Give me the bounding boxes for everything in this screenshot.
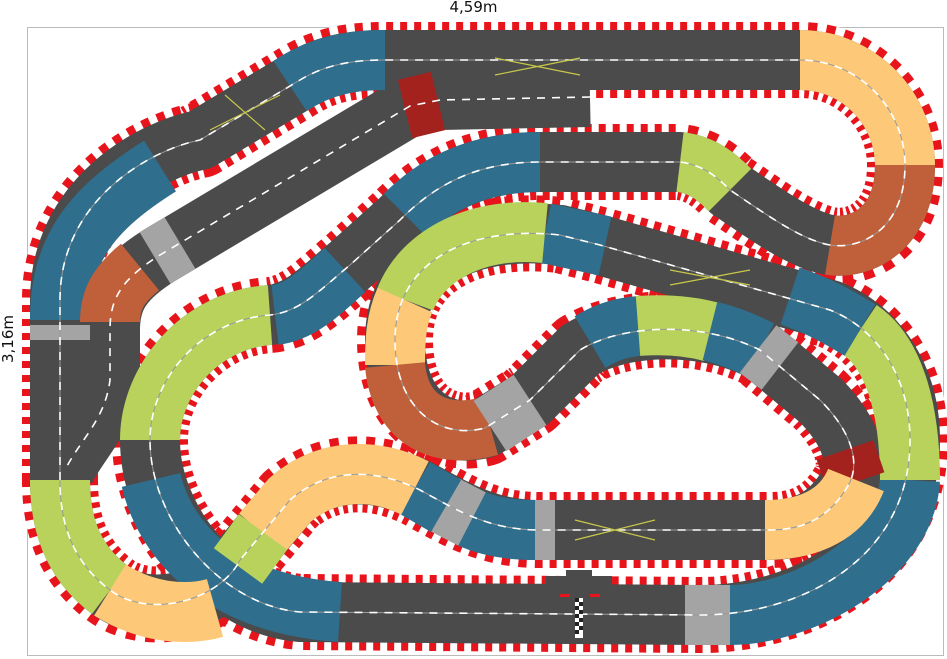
- segment-green: [635, 295, 720, 362]
- start-light: [560, 594, 570, 597]
- segment-rust: [80, 243, 160, 324]
- segment-orange: [94, 564, 224, 642]
- width-dimension-label: 4,59m: [449, 0, 498, 16]
- start-finish-checkered-line: [575, 598, 583, 638]
- segment-blue: [702, 301, 775, 377]
- start-gantry: [546, 576, 612, 598]
- checker-pattern: [575, 598, 583, 634]
- crossover-icon: [494, 57, 581, 76]
- segment-blue: [728, 476, 940, 645]
- segment-red: [816, 440, 885, 492]
- segment-blue: [780, 267, 876, 356]
- start-gantry-top: [566, 570, 592, 578]
- segment-orange: [365, 287, 433, 366]
- crossover-icon: [669, 269, 751, 286]
- segment-rust: [365, 360, 499, 461]
- segment-red: [397, 71, 446, 139]
- lane-change-crossovers: [209, 57, 751, 541]
- start-finish: [546, 570, 612, 638]
- crossover-icon: [209, 94, 281, 131]
- segment-blue: [273, 30, 386, 112]
- crossover-icon: [574, 519, 656, 541]
- segment-blue: [574, 296, 643, 369]
- segment-blue: [269, 247, 366, 345]
- segment-orange: [239, 444, 429, 553]
- start-light: [590, 594, 600, 597]
- segment-gray: [431, 478, 486, 546]
- segment-blue: [30, 140, 177, 321]
- segment-green: [674, 132, 752, 212]
